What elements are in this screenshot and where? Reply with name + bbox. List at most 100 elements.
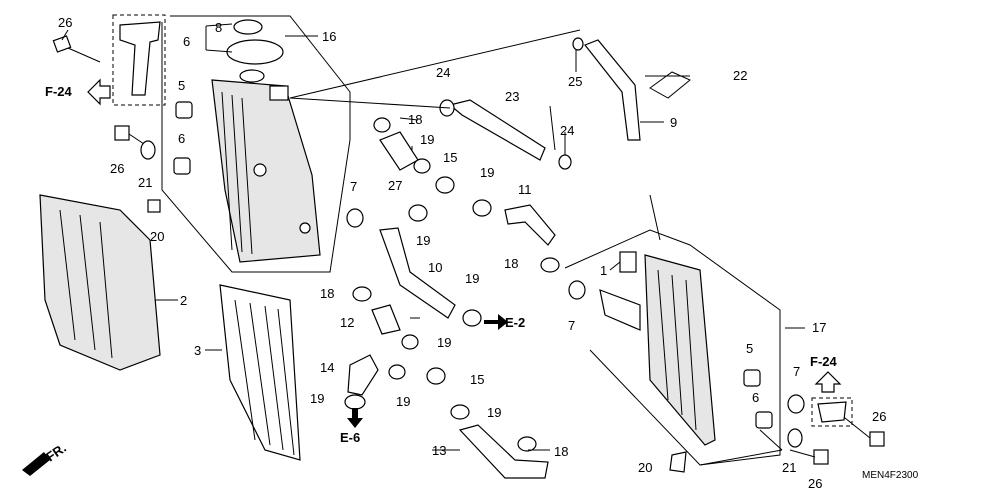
label-7-left: 7 [350,179,357,194]
grommet-7-right [568,280,586,300]
label-2: 2 [180,293,187,308]
label-16: 16 [322,29,336,44]
label-21-r: 21 [782,460,796,475]
label-24-mid: 24 [560,123,574,138]
label-18-mid: 18 [504,256,518,271]
label-19-c: 19 [416,233,430,248]
clamp-25 [572,37,584,51]
label-27-rb: 26 [808,476,822,491]
hose-9 [379,131,419,171]
label-24-top: 24 [436,65,450,80]
clamp-18-d [352,286,372,302]
label-19-b: 19 [480,165,494,180]
clamp-24-b [558,154,572,170]
leader-lines [61,23,805,466]
clamp-18-c [540,257,560,273]
clamp-19-c [408,204,428,222]
ref-f24-right: F-24 [810,354,838,369]
ref-e2: E-2 [505,315,525,330]
label-19-a: 19 [420,132,434,147]
bolt-27-upper-left [52,35,101,63]
clamp-19-e [401,334,419,350]
hose-13 [458,424,549,479]
label-9: 27 [388,178,402,193]
clamp-15-a [435,176,455,194]
left-radiator-assembly-outline [161,15,351,273]
drawing-code: MEN4F2300 [862,470,919,481]
label-7-r: 7 [568,318,575,333]
label-19-e: 19 [437,335,451,350]
clamp-19-h [450,404,470,420]
washer-21-left [140,140,156,160]
label-19-g: 19 [396,394,410,409]
hose-12 [371,304,401,335]
clamp-19-d [462,309,482,327]
clamp-19-b [472,199,492,217]
label-25: 25 [568,74,582,89]
collar-6-left [173,157,191,175]
hose-10 [379,227,456,319]
label-19-f: 19 [310,391,324,406]
ref-e6: E-6 [340,430,360,445]
arrow-e2 [484,314,508,330]
arrow-f24-left [87,78,111,106]
radiator-cap [226,19,284,83]
collar-6-right [755,411,773,429]
arrow-fr [22,452,50,476]
clip-20-right [669,451,687,473]
grommet-7-left [346,208,364,228]
hose-11 [504,204,556,246]
label-22: 22 [733,68,747,83]
label-21-l: 21 [138,175,152,190]
arrow-f24-right [814,371,842,393]
clamp-18-b [373,117,391,133]
arrow-e6 [347,408,363,428]
hose-26 [584,39,641,141]
left-radiator [211,79,321,263]
label-13: 13 [432,443,446,458]
label-18-b: 18 [554,444,568,459]
label-6-r: 6 [752,390,759,405]
grommet-5-left [175,101,193,119]
right-radiator [599,251,716,446]
clamp-15-b [426,367,446,385]
radiator-shroud [39,194,161,371]
label-27-l: 26 [110,161,124,176]
label-19-h: 19 [487,405,501,420]
label-3: 3 [194,343,201,358]
grommet-5-right [743,369,761,387]
clamp-18-e [517,436,537,452]
clamp-19-f [388,364,406,380]
label-26: 9 [670,115,677,130]
label-5-left: 5 [178,78,185,93]
stay-bracket [119,21,161,96]
hose-14 [347,354,379,396]
stay-bracket-right-box [811,397,853,427]
label-17: 17 [812,320,826,335]
label-8: 8 [215,20,222,35]
label-23: 23 [505,89,519,104]
label-20-r: 20 [638,460,652,475]
washer-21-right [787,428,803,448]
label-20-l: 20 [150,229,164,244]
label-15-b: 15 [470,372,484,387]
clamp-19-g [344,394,366,410]
clamp-19-a [413,158,431,174]
clamp-22 [649,71,691,99]
label-19-d: 19 [465,271,479,286]
ref-f24-left: F-24 [45,84,73,99]
label-18-top: 18 [408,112,422,127]
label-11: 11 [518,182,532,197]
hose-23 [448,99,546,161]
bolt-27-right-lower [789,449,829,465]
clip-20-left [147,199,161,213]
label-18-l: 18 [320,286,334,301]
label-27-tl: 26 [58,15,72,30]
label-10: 10 [428,260,442,275]
label-27-r: 26 [872,409,886,424]
label-6-left: 6 [178,131,185,146]
label-5-r: 5 [746,341,753,356]
stay-bracket-box [112,14,166,106]
label-4: 6 [183,34,190,49]
